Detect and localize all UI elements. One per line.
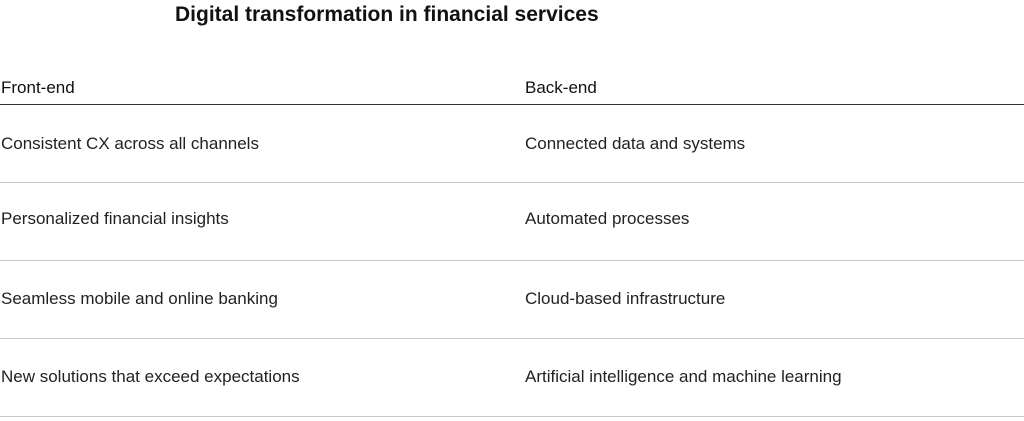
table-row: Seamless mobile and online banking Cloud…: [0, 261, 1024, 339]
table-cell-front-end: New solutions that exceed expectations: [1, 367, 300, 386]
page-title: Digital transformation in financial serv…: [175, 3, 599, 26]
table-cell-back-end: Artificial intelligence and machine lear…: [525, 367, 842, 386]
table-cell-front-end: Consistent CX across all channels: [1, 134, 259, 153]
table-cell-back-end: Cloud-based infrastructure: [525, 289, 726, 308]
table-cell-back-end: Automated processes: [525, 209, 690, 228]
table-cell-front-end: Seamless mobile and online banking: [1, 289, 278, 308]
table-row: New solutions that exceed expectations A…: [0, 339, 1024, 417]
column-header-front-end: Front-end: [1, 78, 75, 97]
table-header-row: Front-end Back-end: [0, 69, 1024, 105]
table-row: Personalized financial insights Automate…: [0, 183, 1024, 261]
table-cell-front-end: Personalized financial insights: [1, 209, 229, 228]
comparison-table: Front-end Back-end Consistent CX across …: [0, 69, 1024, 417]
column-header-back-end: Back-end: [525, 78, 597, 97]
table-cell-back-end: Connected data and systems: [525, 134, 746, 153]
table-row: Consistent CX across all channels Connec…: [0, 105, 1024, 183]
